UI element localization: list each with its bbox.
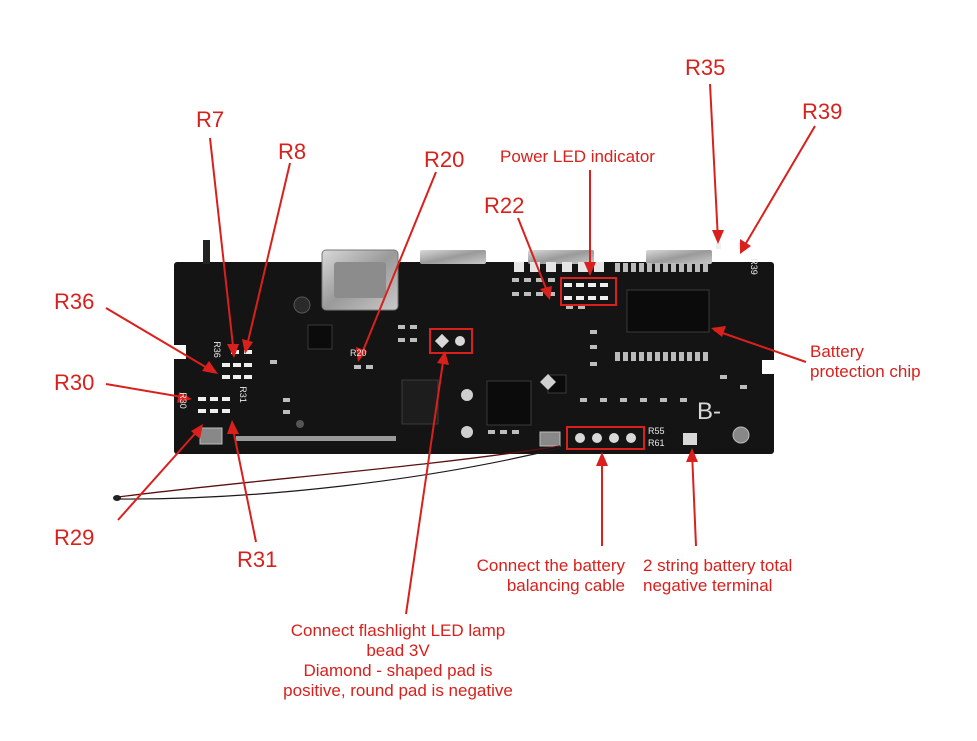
label-negative-terminal-line2: negative terminal (643, 576, 773, 595)
label-flashlight-led-line2: bead 3V (366, 641, 430, 660)
usb-typec-inner (334, 262, 386, 298)
led-indicator-highlight (560, 277, 617, 306)
leader-lines (105, 83, 816, 615)
balancing-pad-highlight (566, 426, 645, 450)
mount-hole (293, 296, 311, 314)
label-balancing-cable-line2: balancing cable (506, 576, 625, 595)
silk-r20: R20 (350, 348, 367, 358)
smd-components (270, 278, 747, 434)
label-balancing-cable-line1: Connect the battery (476, 556, 625, 575)
diamond-marker (540, 374, 556, 390)
thermistor-bead (113, 495, 121, 501)
inductor (401, 379, 439, 425)
battery-protection-ic (626, 289, 710, 333)
label-balancing-cable: Connect the battery balancing cable (447, 556, 625, 596)
label-power-led-indicator: Power LED indicator (500, 147, 655, 166)
label-flashlight-led: Connect flashlight LED lamp bead 3V Diam… (258, 621, 538, 701)
mount-hole (296, 420, 304, 428)
label-r39: R39 (802, 99, 843, 124)
usb-a-port-3 (646, 250, 712, 264)
label-r7: R7 (196, 107, 225, 132)
silk-r55: R55 (648, 426, 665, 436)
mount-hole (732, 426, 750, 444)
silk-r36: R36 (211, 341, 222, 358)
board-notch-right (762, 360, 774, 374)
label-battery-protection-chip-line2: protection chip (810, 362, 921, 381)
capacitor (461, 426, 473, 438)
silk-r61: R61 (648, 438, 665, 448)
controller-chip (486, 380, 532, 426)
usb-a-port-2 (528, 250, 594, 264)
label-battery-protection-chip: Battery protection chip (810, 342, 921, 382)
label-flashlight-led-line3: Diamond - shaped pad is (303, 661, 493, 680)
flashlight-led-pads (434, 333, 465, 349)
leader-arrowheads (177, 230, 751, 466)
label-r35: R35 (685, 55, 726, 80)
label-battery-protection-chip-line1: Battery (810, 342, 864, 361)
silk-r31: R31 (237, 386, 248, 403)
label-r29: R29 (54, 525, 95, 550)
label-r8: R8 (278, 139, 307, 164)
label-r22: R22 (484, 193, 525, 218)
ic-pin-rows (615, 263, 708, 361)
wire-connector (539, 431, 561, 447)
flex-strip (236, 436, 396, 441)
silk-r30: R30 (177, 392, 188, 409)
label-r20: R20 (424, 147, 465, 172)
silk-r39: R39 (748, 258, 759, 275)
usb-a-port-1 (420, 250, 486, 264)
led-pads (514, 262, 604, 272)
balancing-pads (575, 433, 636, 443)
capacitor (461, 389, 473, 401)
flashlight-pad-highlight (429, 328, 473, 354)
label-r36: R36 (54, 289, 95, 314)
silk-b-minus: B- (697, 398, 721, 425)
label-flashlight-led-line4: positive, round pad is negative (283, 681, 513, 700)
negative-terminal-pad (683, 433, 697, 445)
label-negative-terminal-line1: 2 string battery total (643, 556, 793, 575)
label-r31: R31 (237, 547, 278, 572)
thermistor-wire (117, 445, 561, 498)
wire-connector (199, 427, 223, 445)
thermistor-wire (117, 447, 561, 500)
small-chip (307, 324, 333, 350)
side-switch (203, 240, 210, 264)
label-flashlight-led-line1: Connect flashlight LED lamp (290, 621, 506, 640)
label-negative-terminal: 2 string battery total negative terminal (643, 556, 792, 596)
label-r30: R30 (54, 370, 95, 395)
